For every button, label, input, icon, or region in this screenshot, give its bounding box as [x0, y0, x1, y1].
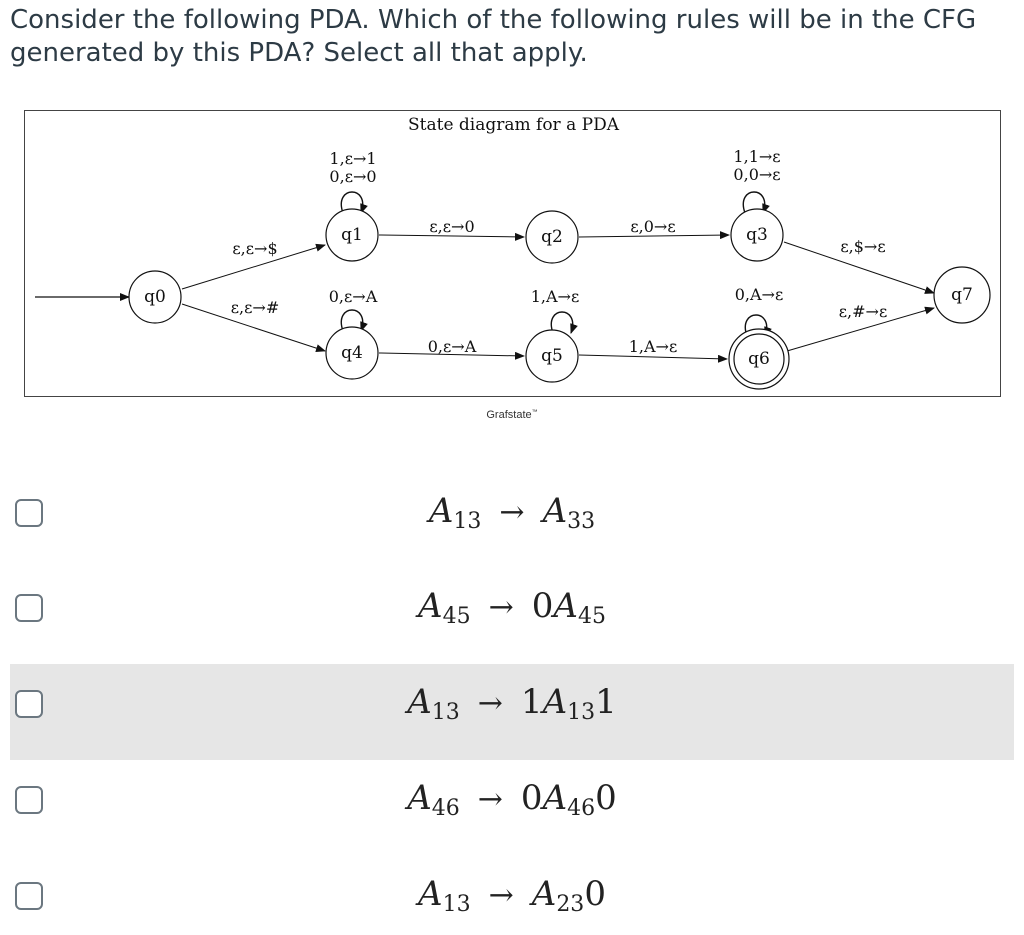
option-3-rule: A13→1A131: [407, 682, 617, 725]
state-q3-label: q3: [746, 225, 768, 245]
edge-q0-q1: [181, 243, 326, 290]
answer-option-3[interactable]: A13→1A131: [10, 664, 1014, 760]
option-4-rule: A46→0A460: [407, 778, 617, 821]
label-q1-loop-1: 1,ε→1: [329, 149, 376, 168]
option-1-checkbox[interactable]: [15, 499, 43, 527]
option-2-checkbox[interactable]: [15, 594, 43, 622]
edge-q4-q5: [378, 351, 525, 360]
pda-state-diagram: State diagram for a PDA q0 q1 q2: [24, 110, 1001, 397]
state-q7: q7: [933, 266, 991, 324]
state-q4: q4: [325, 326, 379, 380]
state-q5-label: q5: [541, 346, 563, 366]
option-4-checkbox[interactable]: [15, 786, 43, 814]
edge-q5-q6: [578, 354, 728, 363]
label-q6-q7: ε,#→ε: [839, 302, 887, 321]
diagram-svg: q0 q1 q2 q3 q4 q5 q6 q7 ε,ε→$ ε,ε→# 1,ε→…: [35, 147, 991, 390]
diagram-title: State diagram for a PDA: [408, 115, 619, 135]
label-q5-q6: 1,A→ε: [629, 337, 678, 356]
watermark-trademark: ™: [531, 409, 538, 416]
edge-q6-q7: [786, 306, 935, 352]
option-5-rule: A13→A230: [418, 874, 606, 917]
question-line-2: generated by this PDA? Select all that a…: [10, 38, 588, 68]
edge-q0-q4: [181, 303, 326, 352]
state-q1-label: q1: [341, 225, 363, 245]
loop-q1: [340, 191, 368, 214]
watermark-text: Grafstate: [486, 409, 532, 421]
answer-option-1[interactable]: A13→A33: [10, 473, 1014, 569]
grafstate-watermark: Grafstate™: [0, 409, 1024, 421]
label-q3-loop-2: 0,0→ε: [733, 165, 780, 184]
label-q3-q7: ε,$→ε: [840, 237, 885, 256]
state-q5: q5: [525, 329, 579, 383]
state-q3: q3: [730, 208, 784, 262]
state-q1: q1: [325, 208, 379, 262]
state-q6-label: q6: [748, 349, 770, 369]
state-q4-label: q4: [341, 343, 363, 363]
label-q1-q2: ε,ε→0: [429, 217, 474, 236]
label-q3-loop-1: 1,1→ε: [733, 147, 780, 166]
label-q0-q1: ε,ε→$: [232, 239, 277, 258]
label-q1-loop-2: 0,ε→0: [329, 167, 376, 186]
answer-option-5[interactable]: A13→A230: [10, 856, 1014, 935]
state-q6: q6: [728, 328, 790, 390]
label-q0-q4: ε,ε→#: [231, 298, 279, 317]
option-5-checkbox[interactable]: [15, 882, 43, 910]
option-1-rule: A13→A33: [428, 491, 596, 534]
label-q6-loop: 0,A→ε: [735, 285, 784, 304]
state-q2-label: q2: [541, 227, 563, 247]
loop-q6: [744, 314, 772, 337]
option-2-rule: A45→0A45: [418, 586, 606, 629]
state-q2: q2: [525, 210, 579, 264]
option-3-checkbox[interactable]: [15, 690, 43, 718]
state-q0-label: q0: [144, 287, 166, 307]
state-q7-label: q7: [951, 285, 973, 305]
edge-q2-q3: [578, 231, 730, 240]
question-text: Consider the following PDA. Which of the…: [10, 4, 1010, 70]
label-q4-loop: 0,ε→A: [329, 287, 378, 306]
label-q5-loop: 1,A→ε: [531, 287, 580, 306]
label-q2-q3: ε,0→ε: [630, 217, 675, 236]
question-line-1: Consider the following PDA. Which of the…: [10, 5, 977, 35]
answer-option-2[interactable]: A45→0A45: [10, 568, 1014, 664]
answer-option-4[interactable]: A46→0A460: [10, 760, 1014, 856]
loop-q3: [742, 191, 770, 214]
edge-q3-q7: [783, 241, 935, 294]
loop-q5: [550, 311, 578, 334]
loop-q4: [340, 309, 368, 332]
edge-q1-q2: [378, 232, 525, 241]
state-q0: q0: [128, 270, 182, 324]
label-q4-q5: 0,ε→A: [428, 337, 477, 356]
